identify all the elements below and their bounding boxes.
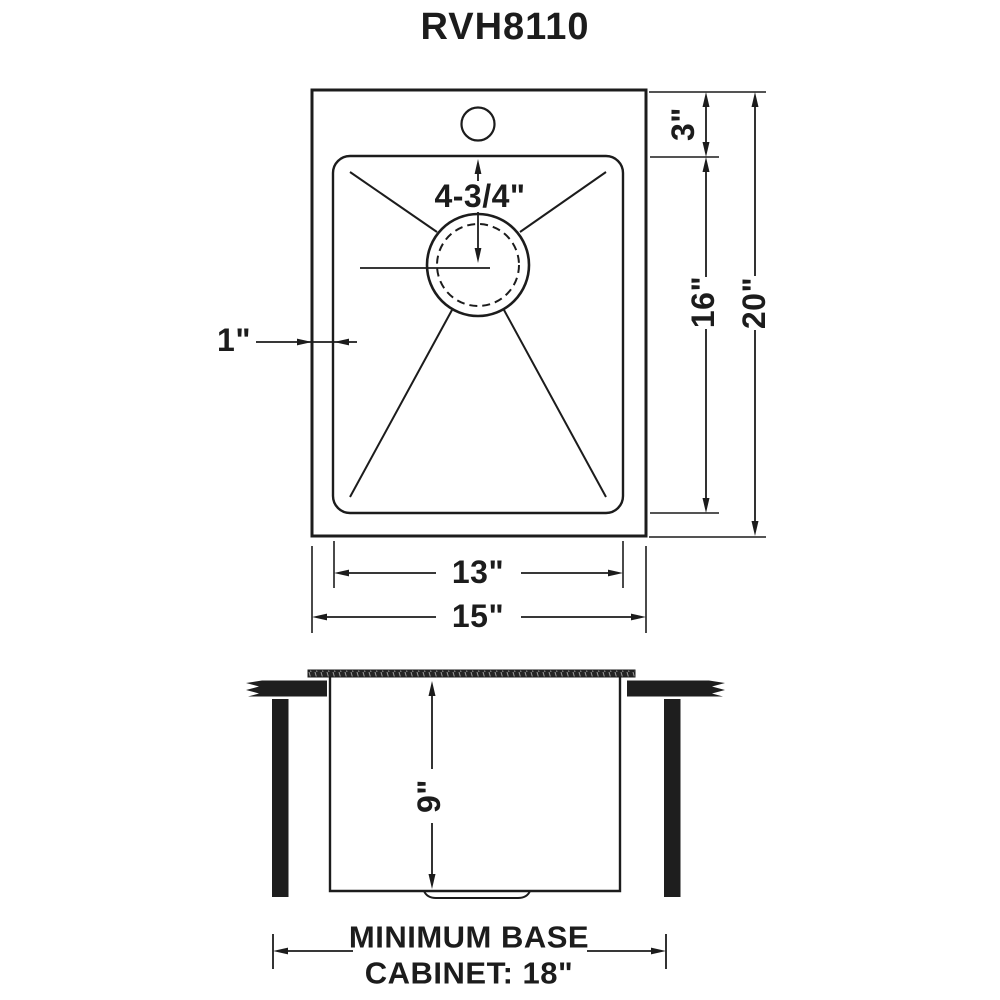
model-number-title: RVH8110 (420, 6, 590, 48)
cabinet-panel-right (664, 699, 681, 897)
dim-drain-offset (474, 159, 482, 263)
dim-bowl-width (334, 569, 623, 577)
countertop-right (627, 680, 725, 697)
dim-label-overall-width: 15" (451, 598, 505, 634)
sink-outline-rect (310, 88, 648, 538)
extension-lines-bottom (311, 541, 647, 633)
cabinet-panel-left (272, 699, 289, 897)
dim-label-overall-length: 20" (736, 276, 772, 330)
bowl-section-outline (328, 677, 622, 893)
bowl-slope-lines (349, 171, 607, 498)
dim-label-bowl-depth: 9" (411, 779, 447, 813)
dim-base-cabinet (272, 934, 667, 969)
dim-overall-length (751, 92, 759, 536)
faucet-hole (460, 106, 496, 142)
dim-label-rim-margin: 1" (217, 322, 251, 358)
side-view (246, 669, 725, 969)
dim-rim-margin (256, 338, 357, 346)
dim-label-bowl-length: 16" (685, 275, 721, 329)
extension-lines-right (649, 91, 766, 538)
top-view (256, 88, 766, 633)
dim-faucet-and-bowl-length (702, 92, 710, 513)
drain-inner-circle (436, 223, 520, 307)
cabinet-note-line2: CABINET: 18" (364, 955, 574, 991)
dim-label-drain-offset: 4-3/4" (434, 178, 526, 214)
dim-label-faucet-offset: 3" (665, 107, 701, 141)
sink-rim-strip (307, 669, 636, 678)
dim-label-bowl-width: 13" (451, 554, 505, 590)
dim-overall-width (312, 613, 646, 621)
bowl-outline-rect (331, 154, 625, 515)
countertop-left (246, 680, 327, 697)
dim-bowl-depth (428, 681, 436, 889)
cabinet-note-line1: MINIMUM BASE (348, 919, 590, 955)
drain-recess (423, 890, 531, 899)
